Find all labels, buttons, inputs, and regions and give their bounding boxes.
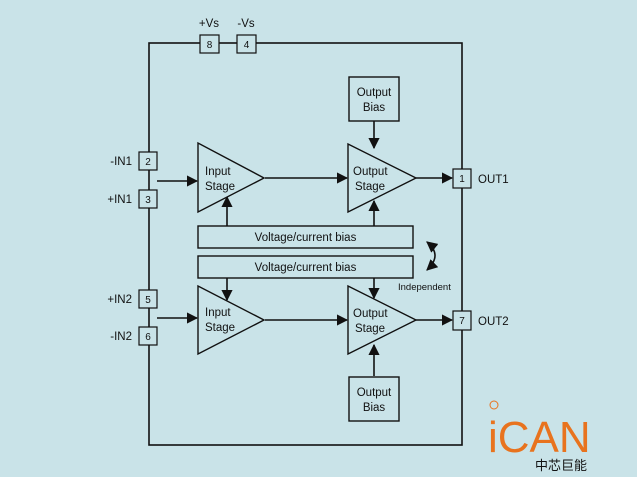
bias-bar-bottom xyxy=(197,255,414,279)
input-stage-2 xyxy=(197,284,266,356)
bias-bar-bottom-label: Voltage/current bias xyxy=(255,262,357,274)
independent-label: Independent xyxy=(398,282,451,293)
output-stage-2 xyxy=(347,284,418,356)
in1-neg-pin-number: 2 xyxy=(145,157,151,168)
output-bias-1-line1: Output xyxy=(357,87,392,99)
in1-neg-pin xyxy=(138,151,158,171)
in1-pos-pin-number: 3 xyxy=(145,195,151,206)
output-stage-1 xyxy=(347,142,418,214)
chip-outline xyxy=(148,42,463,446)
bias-bar-top xyxy=(197,225,414,249)
out2-pin-number: 7 xyxy=(459,316,465,327)
vs-neg-label: -Vs xyxy=(237,18,255,30)
output-stage-2-line2: Stage xyxy=(355,323,385,335)
output-bias-1-line2: Bias xyxy=(363,102,386,114)
input-stage-1-line2: Stage xyxy=(205,181,235,193)
in1-pos-label: +IN1 xyxy=(107,194,132,206)
logo-registered-mark xyxy=(489,400,499,410)
independent-curved-arrow xyxy=(426,241,439,271)
in2-neg-label: -IN2 xyxy=(110,331,132,343)
output-bias-block-2 xyxy=(348,376,400,422)
output-stage-1-line2: Stage xyxy=(355,181,385,193)
out2-label: OUT2 xyxy=(478,316,509,328)
vs-neg-pin xyxy=(236,34,257,54)
vs-neg-pin-number: 4 xyxy=(244,40,250,51)
input-stage-1-line1: Input xyxy=(205,166,231,178)
output-bias-2-line1: Output xyxy=(357,387,392,399)
vs-pos-pin-number: 8 xyxy=(207,40,213,51)
in2-neg-pin xyxy=(138,326,158,346)
input-stage-1 xyxy=(197,141,266,214)
in2-pos-pin xyxy=(138,289,158,309)
in2-pos-pin-number: 5 xyxy=(145,295,151,306)
bias-bar-top-label: Voltage/current bias xyxy=(255,232,357,244)
input-stage-2-line2: Stage xyxy=(205,322,235,334)
in1-pos-pin xyxy=(138,189,158,209)
in2-neg-pin-number: 6 xyxy=(145,332,151,343)
output-bias-block-1 xyxy=(348,76,400,122)
output-stage-2-line1: Output xyxy=(353,308,388,320)
vs-pos-pin xyxy=(199,34,220,54)
output-bias-2-line2: Bias xyxy=(363,402,386,414)
in2-pos-label: +IN2 xyxy=(107,294,132,306)
output-stage-1-line1: Output xyxy=(353,166,388,178)
input-stage-2-line1: Input xyxy=(205,307,231,319)
in1-neg-label: -IN1 xyxy=(110,156,132,168)
logo-text: iCAN xyxy=(488,413,591,462)
vs-pos-label: +Vs xyxy=(199,18,219,30)
out1-pin-number: 1 xyxy=(459,174,465,185)
logo-subtext: 中芯巨能 xyxy=(535,459,587,474)
ican-logo: iCAN 中芯巨能 xyxy=(488,400,591,474)
out1-label: OUT1 xyxy=(478,174,509,186)
